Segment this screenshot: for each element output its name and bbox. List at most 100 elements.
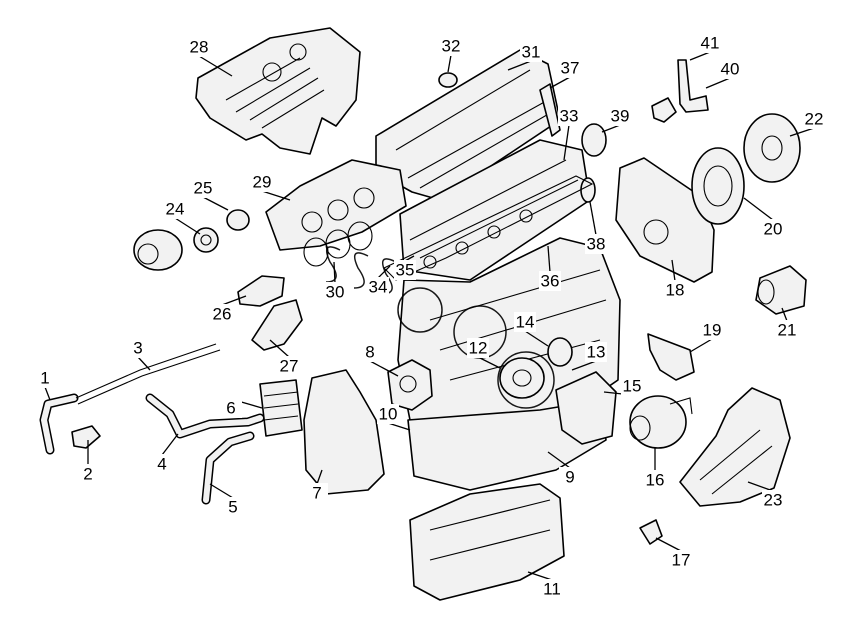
callout-leader-11 <box>527 571 553 581</box>
callout-label-30: 30 <box>326 283 345 302</box>
callout-label-32: 32 <box>442 37 461 56</box>
callout-label-8: 8 <box>365 343 374 362</box>
flywheel[interactable] <box>691 147 745 225</box>
heat-shield[interactable] <box>679 387 791 507</box>
callout-bg-40 <box>719 59 741 79</box>
oil-pan-lower[interactable] <box>409 483 565 601</box>
callout-label-36: 36 <box>541 272 560 291</box>
small-bracket[interactable] <box>639 519 663 545</box>
water-outlet[interactable] <box>251 299 303 351</box>
callout-bg-4 <box>151 454 173 474</box>
callout-bg-2 <box>77 464 99 484</box>
callout-bg-33 <box>558 106 580 126</box>
callout-label-17: 17 <box>672 551 691 570</box>
callout-label-11: 11 <box>543 580 561 599</box>
callout-label-9: 9 <box>565 468 574 487</box>
callout-label-4: 4 <box>157 455 166 474</box>
callout-label-35: 35 <box>396 261 415 280</box>
callout-bg-28 <box>188 37 210 57</box>
clutch-plate[interactable] <box>743 113 801 183</box>
callout-bg-23 <box>762 490 784 510</box>
oil-pan-upper[interactable] <box>407 399 607 491</box>
callout-bg-39 <box>609 106 631 126</box>
callout-label-1: 1 <box>40 369 49 388</box>
callout-leader-33 <box>563 124 570 161</box>
callout-label-33: 33 <box>560 107 579 126</box>
callout-bg-13 <box>585 342 607 362</box>
callout-leader-1 <box>44 386 51 401</box>
callout-label-29: 29 <box>253 173 272 192</box>
callout-bg-27 <box>278 356 300 376</box>
callout-leader-25 <box>202 196 229 211</box>
vacuum-valve[interactable] <box>651 97 677 123</box>
callout-label-39: 39 <box>611 107 630 126</box>
callout-label-21: 21 <box>778 321 797 340</box>
engine-mount[interactable] <box>647 333 695 381</box>
egr-valve[interactable] <box>677 59 709 113</box>
callout-label-38: 38 <box>587 235 606 254</box>
callout-bg-34 <box>367 277 389 297</box>
camshaft-gear[interactable] <box>547 337 573 367</box>
alternator[interactable] <box>629 395 693 449</box>
manifold-gasket[interactable] <box>303 221 373 267</box>
callout-label-15: 15 <box>623 377 642 396</box>
thermostat-housing[interactable] <box>237 275 285 307</box>
oil-cooler[interactable] <box>259 379 303 437</box>
callout-label-2: 2 <box>83 465 92 484</box>
callout-bg-16 <box>644 470 666 490</box>
temp-sensor[interactable] <box>71 425 101 449</box>
oil-filler-cap[interactable] <box>438 72 458 88</box>
idler-pulley[interactable] <box>193 227 219 253</box>
callout-bg-36 <box>539 271 561 291</box>
callout-leader-7 <box>316 469 323 485</box>
callout-leader-36 <box>547 245 551 273</box>
coolant-pipe[interactable] <box>75 343 221 405</box>
callout-bg-31 <box>520 42 542 62</box>
callout-bg-11 <box>541 579 563 599</box>
callout-bg-5 <box>222 497 244 517</box>
callout-label-28: 28 <box>190 38 209 57</box>
crankshaft-pulley[interactable] <box>499 357 545 399</box>
callout-leader-41 <box>689 51 711 61</box>
cam-pulley[interactable] <box>581 123 607 157</box>
callout-leader-3 <box>137 356 151 371</box>
callout-label-7: 7 <box>312 484 321 503</box>
callout-bg-21 <box>776 320 798 340</box>
callout-leader-9 <box>547 451 571 469</box>
callout-bg-19 <box>701 320 723 340</box>
engine-cover[interactable] <box>195 27 361 155</box>
tensioner-pulley[interactable] <box>226 209 250 231</box>
callout-bg-12 <box>467 338 489 358</box>
callout-bg-17 <box>670 550 692 570</box>
callout-leader-31 <box>507 60 532 71</box>
callout-bg-10 <box>377 404 399 424</box>
intake-manifold[interactable] <box>265 159 407 251</box>
callout-bg-37 <box>559 58 581 78</box>
callout-leader-29 <box>261 190 291 201</box>
callout-leader-5 <box>209 483 234 499</box>
callout-bg-8 <box>359 342 381 362</box>
callout-leader-34 <box>377 265 391 279</box>
timing-belt-cover[interactable] <box>303 369 385 495</box>
callout-label-34: 34 <box>369 278 388 297</box>
oil-filter-housing[interactable] <box>555 371 617 445</box>
callout-bg-25 <box>192 178 214 198</box>
callout-leader-39 <box>601 124 621 133</box>
callout-leader-28 <box>198 55 233 77</box>
callout-label-3: 3 <box>133 339 142 358</box>
coolant-hoses[interactable] <box>39 393 265 505</box>
callout-label-22: 22 <box>805 110 824 129</box>
callout-label-40: 40 <box>721 60 740 79</box>
callout-bg-18 <box>664 280 686 300</box>
callout-label-13: 13 <box>587 343 606 362</box>
callout-leader-21 <box>781 307 788 322</box>
starter-motor[interactable] <box>755 265 807 315</box>
breather-pipe[interactable] <box>539 83 561 137</box>
ac-compressor[interactable] <box>133 229 183 271</box>
callout-bg-41 <box>699 33 721 53</box>
timing-cover[interactable] <box>615 157 715 283</box>
callout-bg-30 <box>324 282 346 302</box>
callout-bg-15 <box>621 376 643 396</box>
callout-leader-12 <box>477 356 501 369</box>
